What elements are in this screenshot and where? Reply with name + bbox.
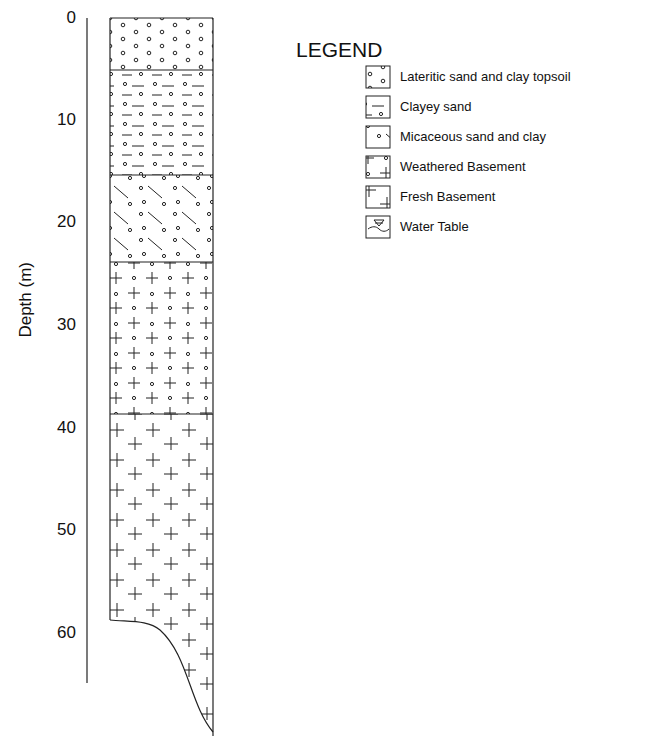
fresh-basement-layer	[110, 414, 213, 732]
legend-text: Fresh Basement	[400, 190, 495, 205]
depth-tick-label: 20	[57, 212, 76, 232]
depth-tick-label: 30	[57, 315, 76, 335]
weathered-basement-layer	[110, 262, 213, 414]
legend-swatches	[366, 66, 390, 238]
legend-text: Clayey sand	[400, 100, 472, 115]
depth-axis	[86, 18, 87, 683]
legend-text: Weathered Basement	[400, 160, 526, 175]
legend-text: Micaceous sand and clay	[400, 130, 546, 145]
legend-text: Water Table	[400, 220, 469, 235]
depth-tick-label: 50	[57, 520, 76, 540]
depth-tick-label: 60	[57, 623, 76, 643]
axis-title: Depth (m)	[16, 262, 36, 338]
depth-tick-label: 10	[57, 110, 76, 130]
column-outline	[110, 18, 213, 736]
clayey-sand-layer	[110, 70, 213, 175]
depth-tick-label: 40	[57, 418, 76, 438]
legend-title: LEGEND	[296, 38, 382, 62]
legend-text: Lateritic sand and clay topsoil	[400, 70, 571, 85]
micaceous-layer	[110, 175, 213, 262]
topsoil-layer	[110, 18, 213, 70]
depth-tick-label: 0	[67, 8, 76, 28]
